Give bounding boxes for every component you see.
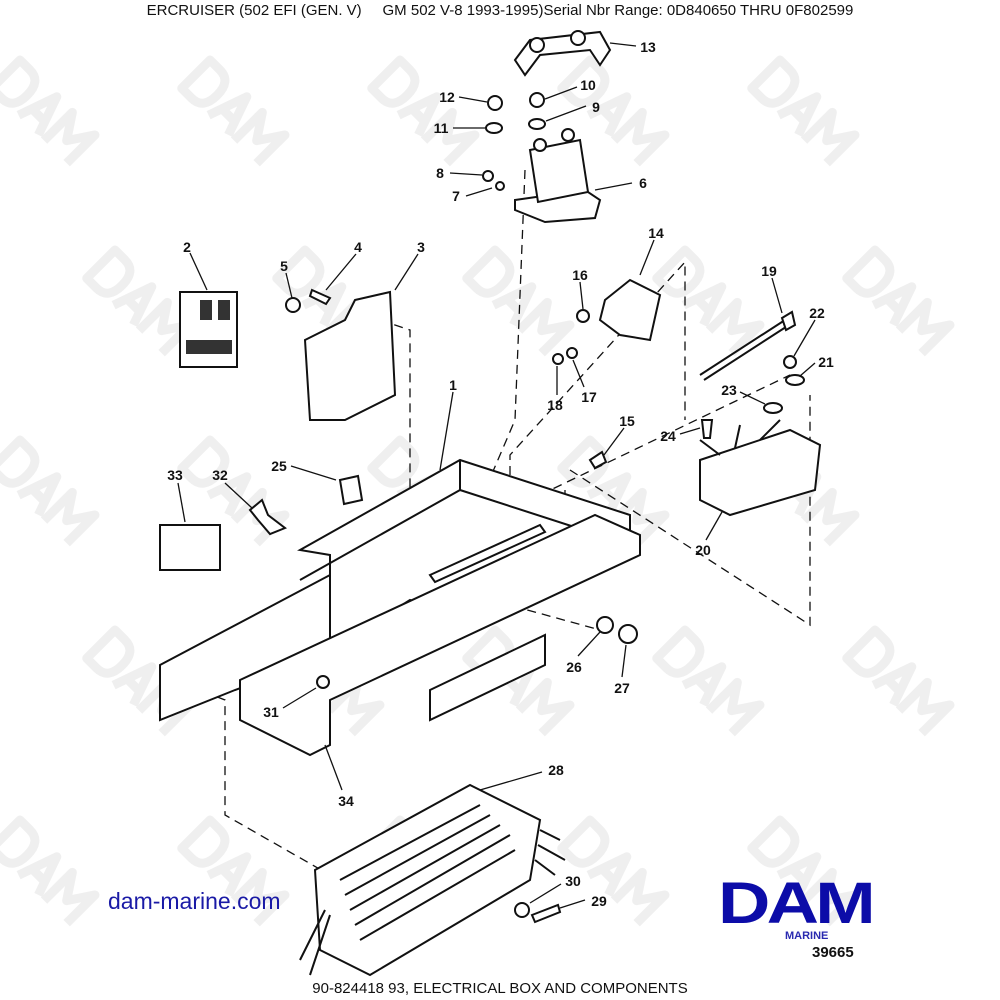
part-18-nut [552,353,564,365]
callout-26: 26 [566,659,582,675]
callout-17: 17 [581,389,597,405]
callout-12: 12 [439,89,455,105]
part-20-module [699,428,822,517]
part-29-bolt [530,903,562,924]
callout-33: 33 [167,467,183,483]
part-23-washer [763,402,783,414]
page-caption: 90-824418 93, ELECTRICAL BOX AND COMPONE… [312,980,688,997]
part-1-hinge [428,523,547,584]
part-30-washer [514,902,530,918]
part-21-washer [785,374,805,386]
part-2-decal-mark [186,340,232,354]
part-17-washer [566,347,578,359]
part-34-tray-bottom [429,633,546,722]
part-28-wires [299,829,566,976]
page-header: ERCRUISER (502 EFI (GEN. V) GM 502 V-8 1… [146,2,854,19]
callout-4: 4 [354,239,362,255]
part-13-knob [529,37,545,53]
watermark-logo [752,60,855,163]
part-22-nut [783,355,797,369]
figure-number: 39665 [812,944,854,961]
callout-1: 1 [449,377,457,393]
logo-subtext: MARINE [785,930,829,942]
part-26-washer [596,616,614,634]
watermark-logo [0,820,95,923]
watermark-logo [0,60,95,163]
watermark-logo [657,630,760,733]
part-6-solenoid-body [528,138,590,204]
callout-7: 7 [452,188,460,204]
part-13-knob [570,30,586,46]
watermark-logo [657,250,760,353]
callout-10: 10 [580,77,596,93]
part-2-decal-mark [200,300,212,320]
part-5-nut [285,297,301,313]
callout-8: 8 [436,165,444,181]
callout-30: 30 [565,873,581,889]
callout-16: 16 [572,267,588,283]
part-34-tray-channel [239,513,641,757]
part-33-connector [159,524,221,571]
part-9-washer [528,118,546,130]
part-8-nut [482,170,494,182]
watermark-logo [847,630,950,733]
callout-13: 13 [640,39,656,55]
callout-34: 34 [338,793,354,809]
watermark-logo [0,440,95,543]
callout-19: 19 [761,263,777,279]
part-12-nut [487,95,503,111]
callout-2: 2 [183,239,191,255]
part-25-spacer [338,474,364,506]
part-28-fins [339,804,516,941]
callout-31: 31 [263,704,279,720]
website-link[interactable]: dam-marine.com [108,888,281,914]
callout-9: 9 [592,99,600,115]
part-2-decal-mark [218,300,230,320]
watermark-logo [562,820,665,923]
watermark-logo [847,250,950,353]
part-7-washer [495,181,505,191]
watermark-logo [87,250,190,353]
part-16-nut [576,309,590,323]
callout-5: 5 [280,258,288,274]
part-32-knob [248,498,288,536]
part-14-terminal-block [598,278,662,342]
callout-25: 25 [271,458,287,474]
part-19-bolt-head [780,310,797,332]
dam-logo: DAM [718,871,876,936]
callout-15: 15 [619,413,635,429]
part-24-screw [700,419,714,439]
callout-3: 3 [417,239,425,255]
part-6-terminal [533,138,547,152]
callout-20: 20 [695,542,711,558]
part-20-wires [699,419,781,456]
callout-11: 11 [434,120,449,136]
part-19-bolt [699,319,790,381]
callout-32: 32 [212,467,228,483]
callout-21: 21 [818,354,834,370]
callout-28: 28 [548,762,564,778]
callout-27: 27 [614,680,630,696]
part-15-screw [588,450,608,470]
callout-23: 23 [721,382,737,398]
part-27-nut [618,624,638,644]
part-11-washer [485,122,503,134]
part-31-nut [316,675,330,689]
callout-6: 6 [639,175,647,191]
part-3-cover [303,290,397,421]
part-6-terminal [561,128,575,142]
callout-18: 18 [547,397,563,413]
watermark-logo [182,60,285,163]
callout-29: 29 [591,893,607,909]
callout-22: 22 [809,305,825,321]
part-28-ecm [313,783,542,977]
callout-24: 24 [660,428,676,444]
watermark-logo [372,60,475,163]
part-10-nut [529,92,545,108]
part-4-screw [308,288,332,306]
callouts: 1 2 3 4 5 6 7 8 9 10 11 12 13 14 15 16 1… [167,39,834,909]
callout-14: 14 [648,225,664,241]
